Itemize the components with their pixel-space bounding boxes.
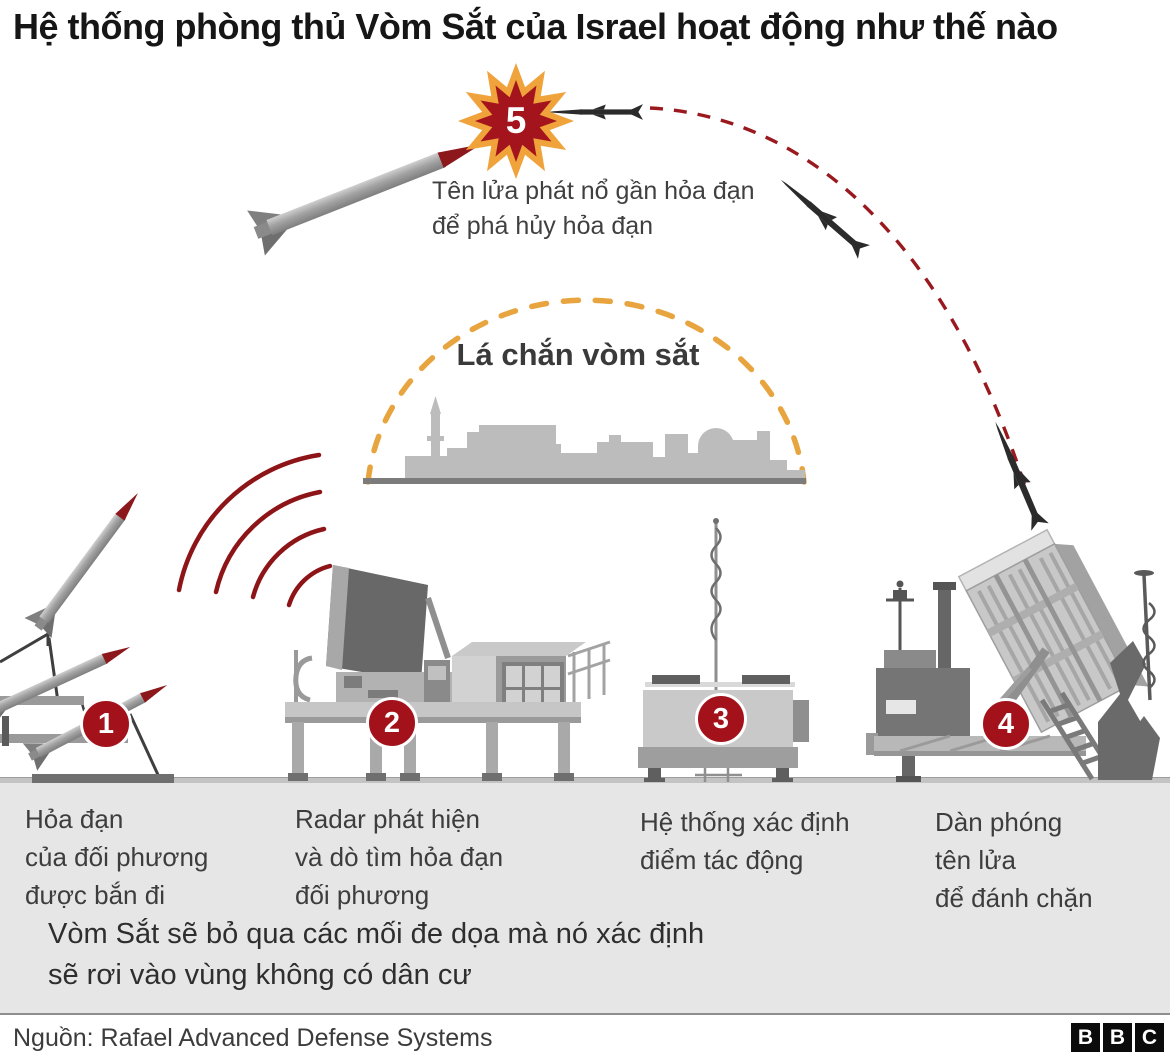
- step-1-caption: Hỏa đạn của đối phương được bắn đi: [25, 804, 209, 910]
- step-3-badge: 3: [695, 693, 747, 745]
- city-skyline: [363, 396, 806, 484]
- step-5-label: Tên lửa phát nổ gần hỏa đạn để phá hủy h…: [432, 177, 755, 240]
- explosion-star-icon: [458, 63, 574, 179]
- step-3-caption: Hệ thống xác định điểm tác động: [640, 807, 850, 875]
- enemy-launcher-illustration: [0, 482, 175, 783]
- step-4-caption: Dàn phóng tên lửa để đánh chặn: [935, 807, 1093, 913]
- bbc-logo-letter: B: [1103, 1023, 1132, 1052]
- radar-unit-illustration: [285, 565, 611, 781]
- minaret-tower: [427, 396, 444, 481]
- bbc-logo-letter: C: [1135, 1023, 1164, 1052]
- step-2-badge: 2: [366, 697, 418, 749]
- interceptor-missile-icon: [986, 418, 1049, 531]
- dome-shield-label: Lá chắn vòm sắt: [456, 337, 700, 372]
- caption-band: [0, 783, 1170, 1013]
- footer-divider: [0, 1013, 1170, 1015]
- ignore-threats-note: Vòm Sắt sẽ bỏ qua các mối đe dọa mà nó x…: [48, 918, 705, 991]
- step-2-caption: Radar phát hiện và dò tìm hỏa đạn đối ph…: [295, 804, 504, 910]
- step-5-badge: 5: [505, 100, 527, 141]
- interceptor-trajectory-arc: [649, 106, 1038, 523]
- ground-line: [0, 777, 1170, 783]
- source-attribution: Nguồn: Rafael Advanced Defense Systems: [13, 1024, 493, 1052]
- page-title: Hệ thống phòng thủ Vòm Sắt của Israel ho…: [13, 6, 1058, 47]
- bbc-logo-letter: B: [1071, 1023, 1100, 1052]
- step-1-badge: 1: [80, 698, 132, 750]
- interceptor-missile-icon: [774, 172, 871, 259]
- skyline-ground-bar: [363, 478, 806, 484]
- enemy-rocket-flying-icon: [24, 482, 152, 638]
- iron-dome-launcher-illustration: [866, 528, 1160, 782]
- dome-shield-arc: [365, 297, 807, 485]
- radar-waves-icon: [176, 452, 333, 608]
- bbc-logo: B B C: [1071, 1023, 1164, 1052]
- step-4-badge: 4: [980, 698, 1032, 750]
